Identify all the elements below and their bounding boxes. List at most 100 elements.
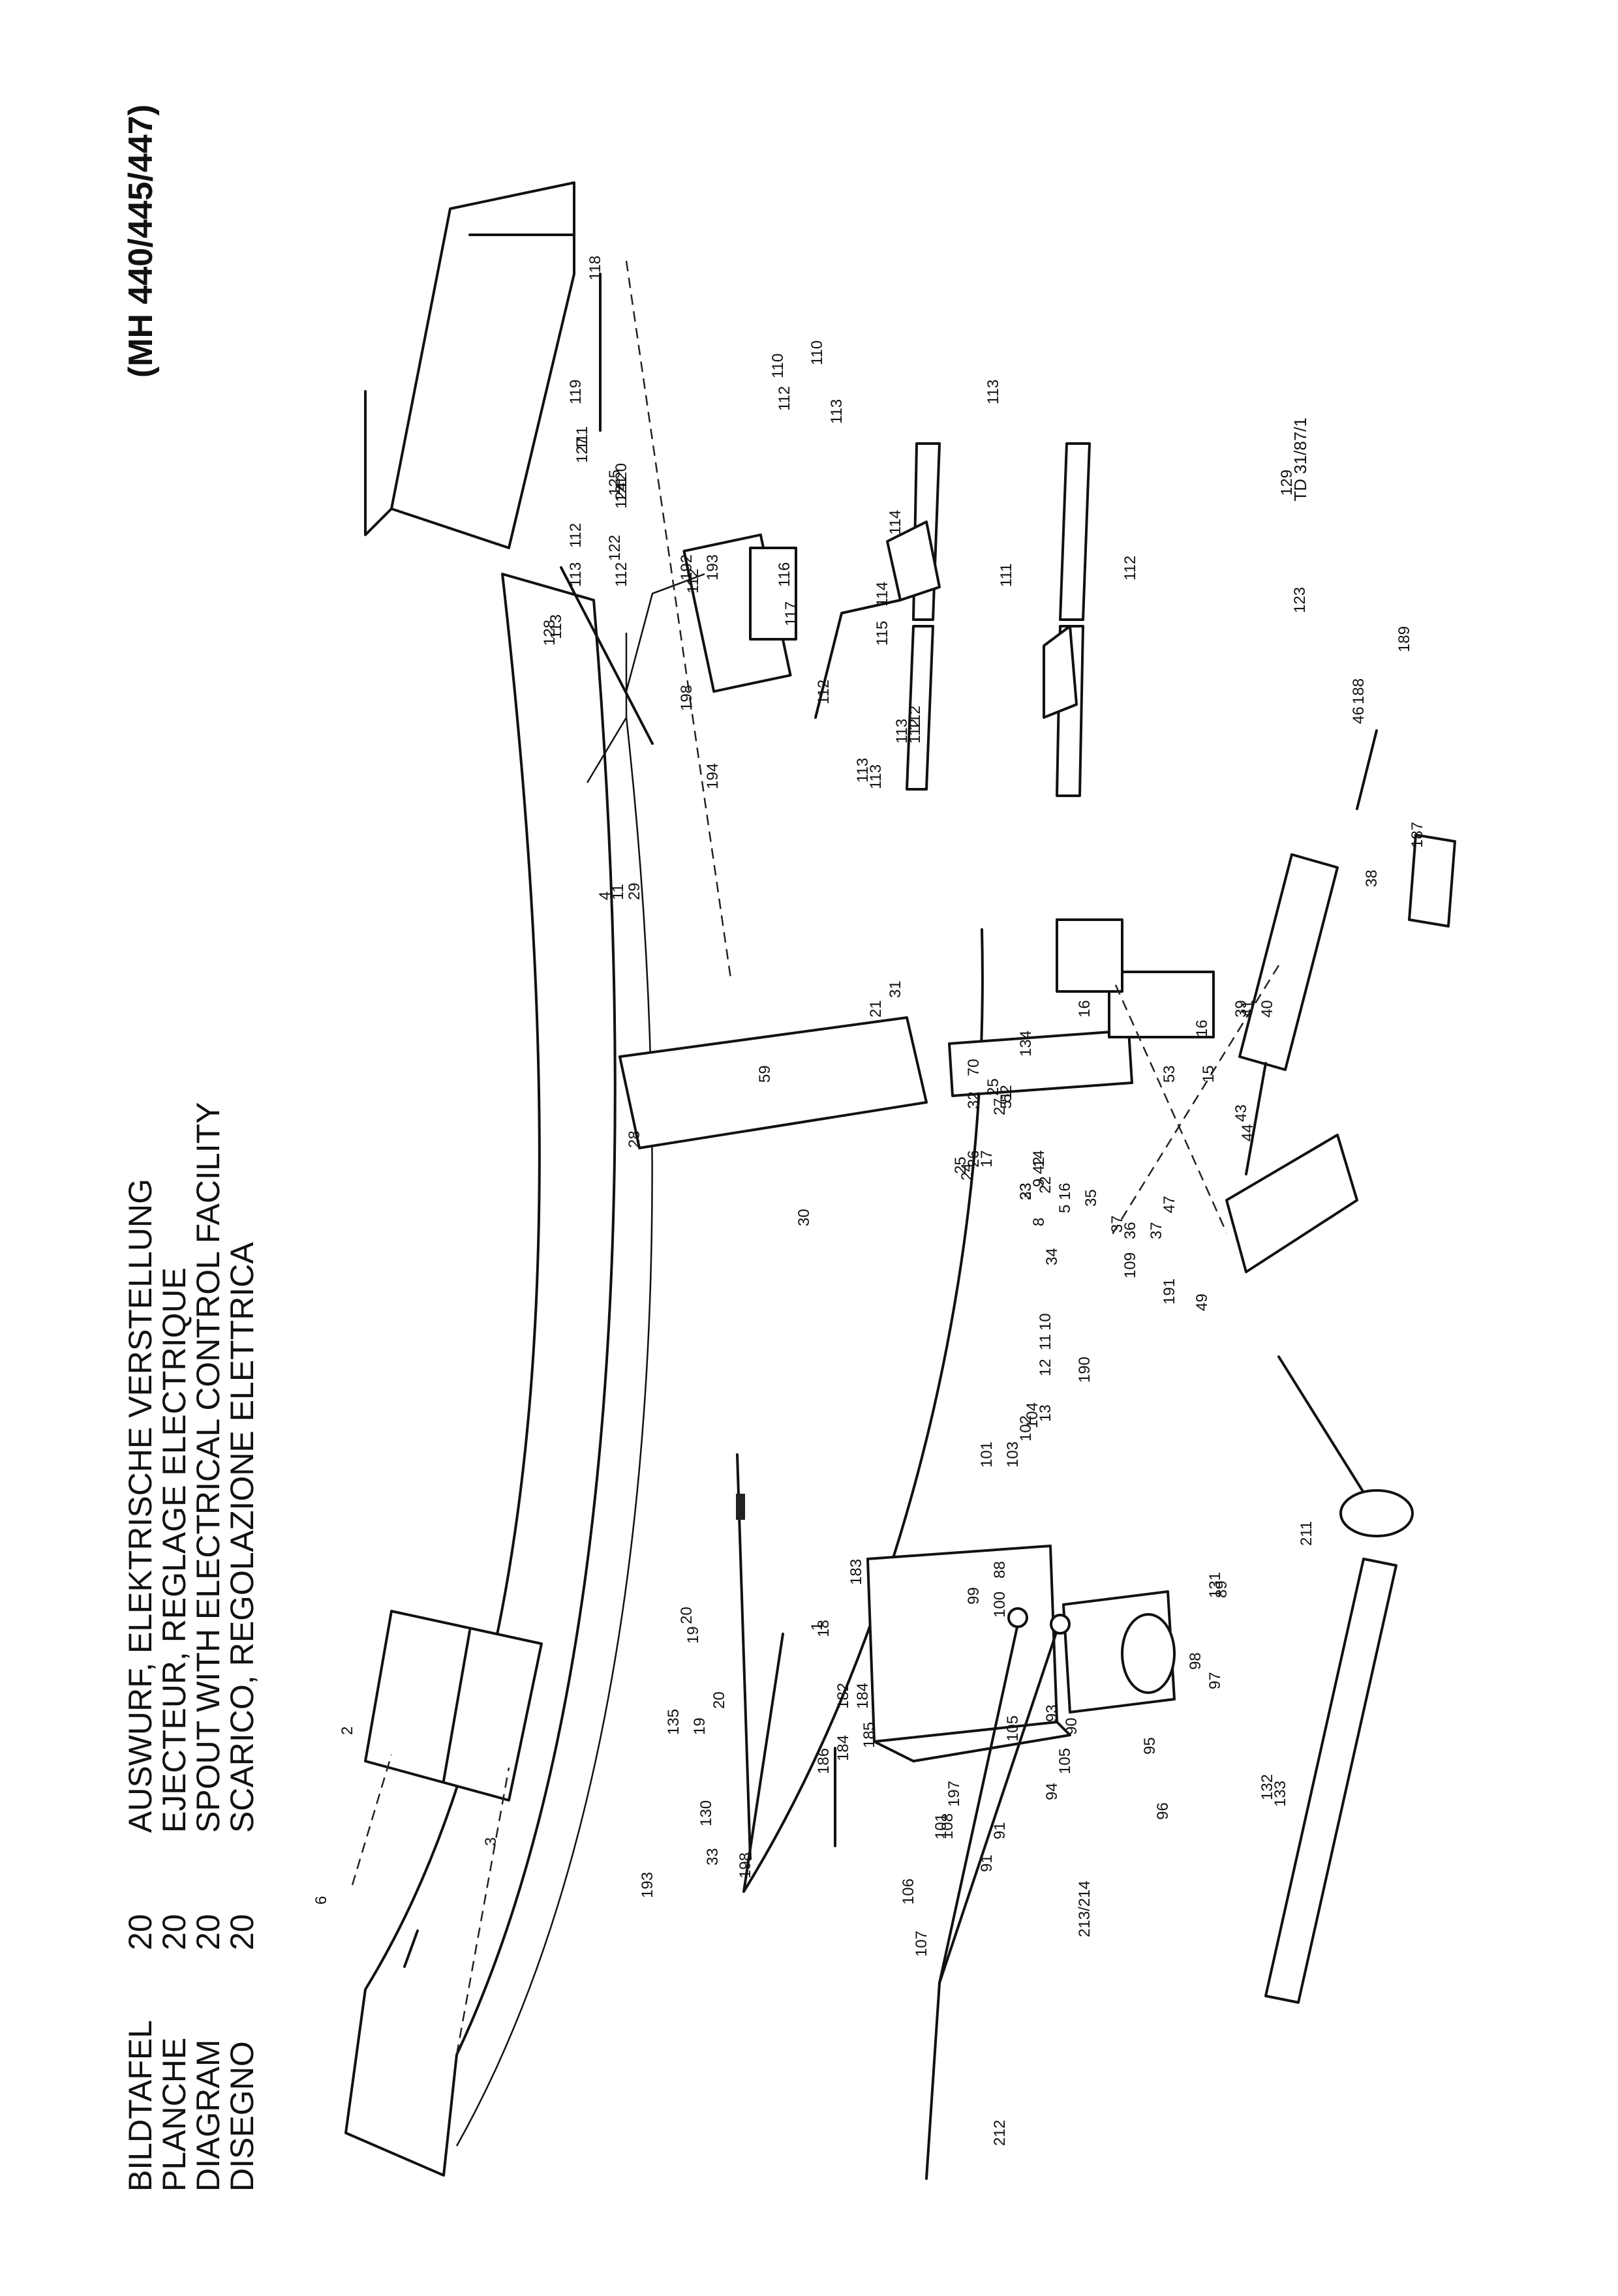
- part-label: 113: [867, 764, 885, 789]
- part-label: 18: [815, 1620, 832, 1637]
- part-label: 70: [965, 1059, 983, 1076]
- part-label: 98: [1187, 1652, 1204, 1670]
- part-label: 193: [639, 1872, 656, 1898]
- part-label: 97: [1206, 1672, 1224, 1689]
- part-label: 13: [1037, 1404, 1054, 1422]
- assembly-line-upper: [625, 260, 732, 979]
- part-label: 15: [1200, 1065, 1217, 1083]
- part-label: 26: [965, 1150, 983, 1168]
- part-label: 52: [998, 1085, 1015, 1102]
- part-label: 29: [626, 883, 643, 900]
- part-label: 1: [808, 1622, 826, 1631]
- pin-6: [403, 1929, 419, 1968]
- part-label: 38: [1363, 869, 1381, 887]
- part-label: 30: [795, 1209, 813, 1226]
- part-label: 28: [626, 1130, 643, 1148]
- part-label: 12: [1037, 1359, 1054, 1376]
- part-label: 91: [978, 1854, 996, 1872]
- part-label: 43: [1232, 1104, 1250, 1122]
- part-label: 182: [834, 1683, 852, 1709]
- part-label: 133: [1272, 1781, 1289, 1807]
- control-box: [866, 1545, 1176, 1762]
- part-label: 134: [1017, 1031, 1035, 1057]
- part-label: 19: [684, 1626, 702, 1644]
- strip-131: [1264, 1558, 1397, 2004]
- part-label: 46: [1350, 706, 1367, 724]
- part-label: 190: [1076, 1357, 1093, 1383]
- part-label: 117: [782, 601, 800, 626]
- part-label: 21: [867, 1000, 885, 1018]
- part-label: 23: [1017, 1183, 1035, 1200]
- part-label: 105: [1056, 1748, 1074, 1774]
- control-cable: [736, 928, 984, 1893]
- part-label: 106: [900, 1879, 917, 1905]
- part-label: 33: [1017, 1183, 1035, 1200]
- part-label: 132: [1259, 1774, 1276, 1800]
- part-label: 211: [1298, 1521, 1315, 1546]
- part-label: 112: [1122, 556, 1139, 581]
- part-label: 113: [854, 758, 872, 783]
- part-label: 113: [828, 399, 846, 424]
- part-label: 112: [776, 386, 793, 411]
- part-label: 27: [991, 1098, 1009, 1115]
- part-label: 212: [991, 2120, 1009, 2146]
- part-label: 3: [482, 1837, 500, 1846]
- motor: [1056, 918, 1215, 1038]
- part-label: 49: [1193, 1293, 1211, 1311]
- part-label: 100: [991, 1592, 1009, 1618]
- assembly-line-lower: [1114, 984, 1228, 1233]
- part-label: 34: [1043, 1248, 1061, 1265]
- part-label: 121: [613, 476, 630, 502]
- part-label: 111: [573, 427, 591, 450]
- part-label: 25: [952, 1156, 969, 1174]
- part-label: 123: [1291, 587, 1309, 613]
- lever: [1225, 1134, 1414, 1537]
- part-label: 91: [991, 1822, 1009, 1839]
- part-label: 113: [567, 562, 585, 587]
- part-label: 101: [978, 1442, 996, 1468]
- part-label: 6: [313, 1896, 330, 1905]
- part-label: 198: [737, 1852, 754, 1879]
- part-label: 198: [678, 685, 695, 711]
- part-label: 31: [887, 980, 904, 998]
- part-label: 112: [906, 706, 924, 731]
- part-label: 213/214: [1076, 1881, 1093, 1937]
- part-label: 4: [596, 892, 614, 900]
- part-label: 114: [887, 510, 904, 535]
- part-label: 187: [1409, 822, 1426, 848]
- part-label: 120: [613, 463, 630, 489]
- part-label: 17: [978, 1150, 996, 1168]
- part-label: 39: [1232, 1000, 1250, 1018]
- part-label: 33: [704, 1848, 722, 1865]
- part-label: 124: [613, 483, 630, 509]
- part-label: 104: [1024, 1402, 1041, 1428]
- pin-188: [1356, 729, 1378, 810]
- bracket-187: [1408, 834, 1456, 928]
- harness: [925, 1607, 1071, 2180]
- support-plate-59: [618, 1016, 928, 1149]
- part-label: 122: [606, 535, 624, 561]
- part-label: 90: [1063, 1717, 1080, 1735]
- part-label: 111: [998, 564, 1015, 587]
- part-label: 186: [815, 1748, 832, 1774]
- rails: [814, 442, 1091, 797]
- linear-actuator: [1238, 853, 1339, 1175]
- rod-123: [560, 566, 654, 745]
- part-label: 40: [1259, 1000, 1276, 1018]
- part-label: 14: [1030, 1150, 1048, 1168]
- part-label: 112: [684, 569, 702, 594]
- part-label: 9: [1030, 1179, 1048, 1187]
- part-label: 95: [1141, 1737, 1159, 1755]
- part-label: 5: [1056, 1205, 1074, 1213]
- part-label: 128: [541, 620, 558, 646]
- part-label: 24: [958, 1163, 976, 1181]
- part-label: 114: [874, 582, 891, 607]
- part-label: 102: [1017, 1415, 1035, 1442]
- part-label: 131: [1206, 1572, 1224, 1598]
- part-label: 194: [704, 763, 722, 789]
- part-label: 44: [1239, 1124, 1257, 1141]
- part-label: 184: [834, 1735, 852, 1761]
